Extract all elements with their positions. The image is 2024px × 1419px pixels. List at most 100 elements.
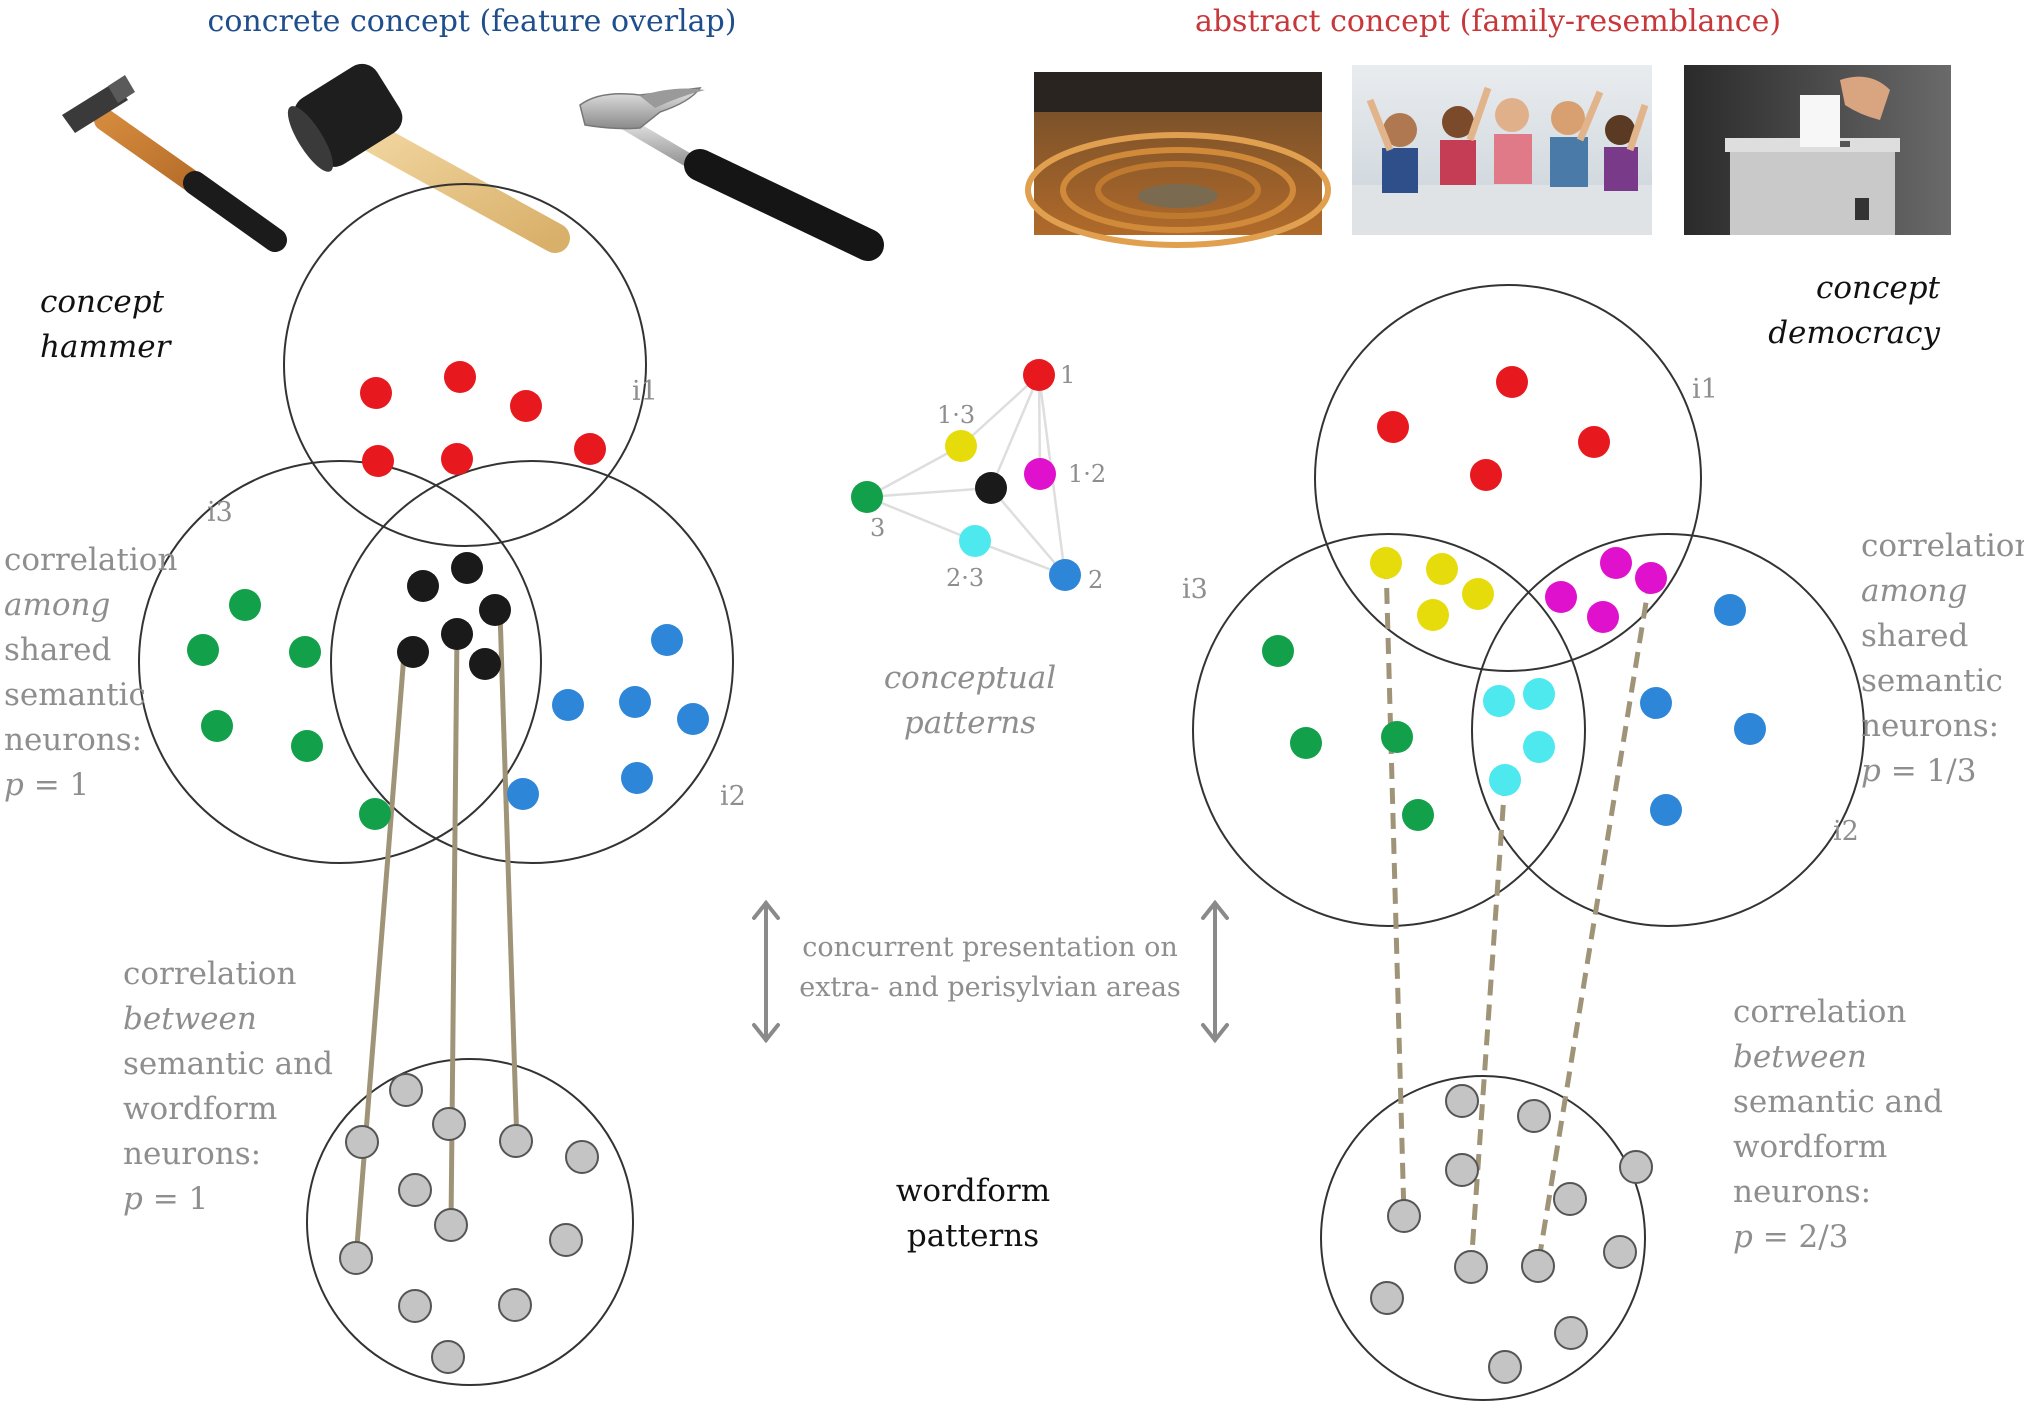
- neuron-dot: [1600, 547, 1632, 579]
- right-label-i3: i3: [1182, 574, 1208, 605]
- wordform-neuron-dot: [434, 1208, 468, 1242]
- left-venn: [138, 183, 734, 864]
- node-label-1-3: 1·3: [937, 401, 975, 429]
- wordform-neuron-dot: [345, 1125, 379, 1159]
- wordform-neuron-dot: [565, 1140, 599, 1174]
- neuron-dot: [1587, 601, 1619, 633]
- concept-hammer-label-line1: concept: [40, 284, 165, 320]
- link-line: [1535, 577, 1653, 1267]
- right-between-text: correlation between semantic and wordfor…: [1733, 994, 1943, 1255]
- left-red-dots: [360, 361, 606, 477]
- left-among-line2: among: [4, 587, 110, 623]
- neuron-dot: [1417, 599, 1449, 631]
- left-green-dots: [187, 589, 391, 830]
- neuron-dot: [1635, 562, 1667, 594]
- neuron-dot: [1370, 547, 1402, 579]
- right-among-text: correlation among shared semantic neuron…: [1861, 528, 2024, 789]
- neuron-dot: [1470, 459, 1502, 491]
- right-between-line5: neurons:: [1733, 1174, 1871, 1210]
- right-among-line4: semantic: [1861, 663, 2003, 699]
- concrete-concept-title: concrete concept (feature overlap): [208, 4, 737, 39]
- neuron-dot: [444, 361, 476, 393]
- right-among-line1: correlation: [1861, 528, 2024, 564]
- wordform-patterns-line1: wordform: [896, 1173, 1050, 1209]
- neuron-dot: [441, 443, 473, 475]
- neuron-dot: [1262, 635, 1294, 667]
- left-between-p-val: = 1: [143, 1181, 208, 1217]
- wordform-neuron-dot: [1521, 1249, 1555, 1283]
- wordform-neuron-dot: [339, 1241, 373, 1275]
- left-label-i3: i3: [207, 497, 233, 528]
- left-between-line2: between: [123, 1001, 257, 1037]
- left-wordform-dots: [339, 1073, 599, 1374]
- right-link-lines: [1383, 562, 1653, 1268]
- concept-democracy-label-line2: democracy: [1768, 315, 1940, 351]
- hammer-1: [62, 75, 287, 252]
- link-line: [497, 609, 520, 1148]
- neuron-dot: [1714, 594, 1746, 626]
- right-green-dots: [1262, 635, 1434, 831]
- neuron-dot: [1402, 799, 1434, 831]
- neuron-dot: [1489, 764, 1521, 796]
- neuron-dot: [651, 624, 683, 656]
- neuron-dot: [621, 762, 653, 794]
- left-among-p-var: p: [4, 767, 24, 803]
- right-between-p-var: p: [1733, 1219, 1753, 1255]
- wordform-neuron-dot: [1454, 1250, 1488, 1284]
- right-yellow-dots: [1370, 547, 1494, 631]
- left-between-line4: wordform: [123, 1091, 277, 1127]
- left-among-text: correlation among shared semantic neuron…: [4, 542, 177, 803]
- left-blue-dots: [507, 624, 709, 810]
- right-between-line1: correlation: [1733, 994, 1906, 1030]
- node-label-2: 2: [1088, 566, 1103, 594]
- wordform-neuron-dot: [432, 1107, 466, 1141]
- left-between-p: p = 1: [123, 1181, 208, 1217]
- right-among-line2: among: [1861, 573, 1967, 609]
- left-between-text: correlation between semantic and wordfor…: [123, 956, 333, 1217]
- neuron-dot: [201, 710, 233, 742]
- wordform-neuron-dot: [1370, 1281, 1404, 1315]
- neuron-dot: [359, 798, 391, 830]
- right-between-p-val: = 2/3: [1753, 1219, 1849, 1255]
- neuron-dot: [677, 703, 709, 735]
- mallet: [287, 63, 570, 253]
- right-red-dots: [1377, 366, 1610, 491]
- wordform-neuron-dot: [1445, 1153, 1479, 1187]
- node-label-1: 1: [1060, 361, 1075, 389]
- wordform-neuron-dot: [389, 1073, 423, 1107]
- neuron-dot: [1523, 678, 1555, 710]
- neuron-dot: [451, 552, 483, 584]
- neuron-dot: [397, 636, 429, 668]
- abstract-concept-title: abstract concept (family-resemblance): [1195, 4, 1781, 39]
- right-among-line5: neurons:: [1861, 708, 1999, 744]
- wordform-neuron-dot: [398, 1289, 432, 1323]
- neuron-dot: [574, 433, 606, 465]
- right-wordform-circle: [1320, 1075, 1646, 1401]
- neuron-dot: [479, 594, 511, 626]
- link-line: [1383, 562, 1407, 1217]
- neuron-dot: [362, 445, 394, 477]
- right-label-i2: i2: [1833, 816, 1859, 847]
- neuron-dot: [1650, 794, 1682, 826]
- neuron-dot: [552, 689, 584, 721]
- link-line: [353, 639, 408, 1261]
- right-circle-i3: [1192, 533, 1586, 927]
- left-label-i1: i1: [632, 376, 658, 407]
- right-blue-dots: [1640, 594, 1766, 826]
- right-between-line2: between: [1733, 1039, 1867, 1075]
- wordform-neuron-dot: [398, 1173, 432, 1207]
- neuron-dot: [510, 390, 542, 422]
- left-among-line4: semantic: [4, 677, 146, 713]
- neuron-dot: [1483, 685, 1515, 717]
- right-among-p-val: = 1/3: [1881, 753, 1977, 789]
- concurrent-line2: extra- and perisylvian areas: [799, 972, 1181, 1003]
- neuron-dot: [1640, 687, 1672, 719]
- right-circle-i1: [1314, 284, 1702, 672]
- wordform-neuron-dot: [1445, 1084, 1479, 1118]
- neuron-dot: [1496, 366, 1528, 398]
- node-1-3: [945, 430, 977, 462]
- left-among-p: p = 1: [4, 767, 89, 803]
- right-between-line3: semantic and: [1733, 1084, 1943, 1120]
- neuron-dot: [289, 636, 321, 668]
